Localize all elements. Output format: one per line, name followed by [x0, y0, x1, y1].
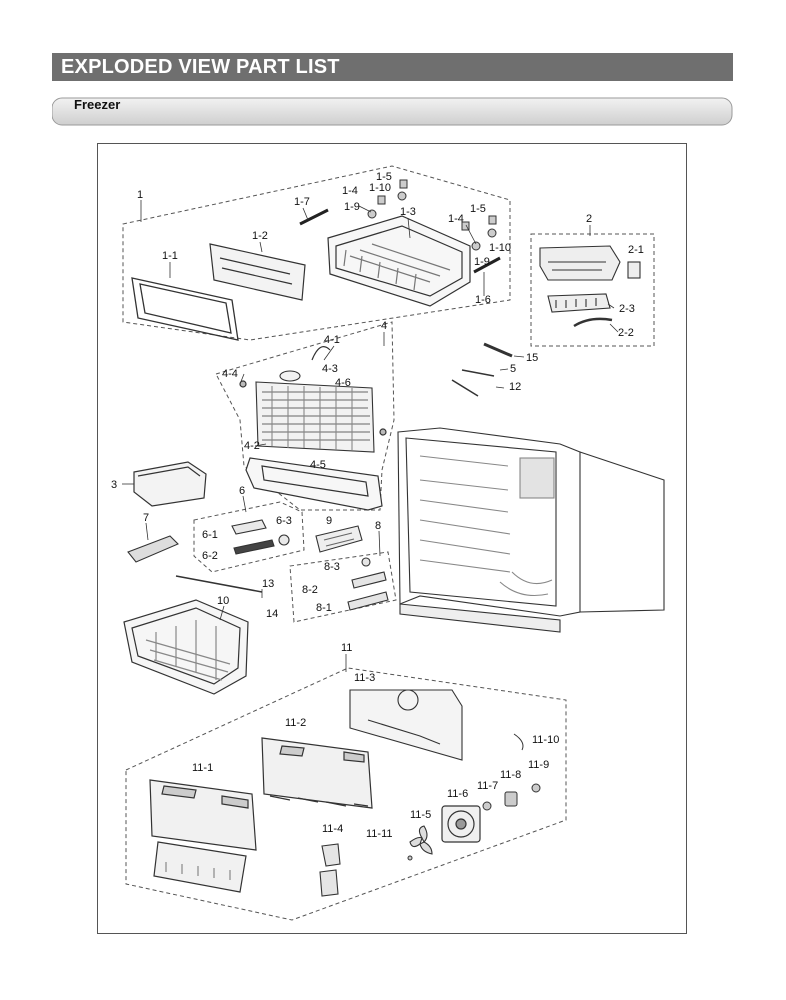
part-6-parts: [231, 519, 290, 555]
part-11-4-bracket: [319, 843, 341, 897]
callout-15: 15: [526, 352, 538, 364]
callout-11-1: 11-1: [192, 762, 213, 774]
part-4-5-drain-pan: [245, 457, 383, 511]
callout-1-4-left: 1-4: [342, 185, 358, 197]
part-5-12-15: [451, 342, 513, 397]
part-1-small-parts: [367, 179, 497, 251]
callout-13: 13: [262, 578, 274, 590]
callout-4-5: 4-5: [310, 459, 326, 471]
callout-2-2: 2-2: [618, 327, 634, 339]
callout-6-2: 6-2: [202, 550, 218, 562]
callout-11-6: 11-6: [447, 788, 468, 800]
callout-4-4: 4-4: [222, 368, 238, 380]
callout-1-5-left: 1-5: [376, 171, 392, 183]
callout-3: 3: [111, 479, 117, 491]
section-tab: Freezer: [51, 97, 733, 127]
group-1-outline: [122, 165, 511, 341]
callout-14: 14: [266, 608, 278, 620]
callout-2-3: 2-3: [619, 303, 635, 315]
callout-1-10-right: 1-10: [489, 242, 511, 254]
callout-7: 7: [143, 512, 149, 524]
part-11-6-motor: [441, 805, 481, 843]
part-3-bin: [133, 461, 207, 507]
section-label: Freezer: [74, 97, 121, 112]
callout-1-10-left: 1-10: [369, 182, 391, 194]
group-8-outline: [289, 551, 397, 623]
cabinet: [397, 427, 665, 633]
part-1-2-cover: [209, 243, 306, 301]
part-9-duct: [315, 525, 363, 553]
section-tab-shape: [51, 97, 733, 126]
part-1-3-basket: [327, 215, 471, 307]
callout-6-3: 6-3: [276, 515, 292, 527]
group-6-outline: [193, 501, 305, 573]
part-1-7-rail: [299, 208, 329, 226]
part-11-3-panel: [349, 689, 463, 761]
callout-4: 4: [381, 320, 387, 332]
callout-11-8: 11-8: [500, 769, 521, 781]
callout-11-2: 11-2: [285, 717, 306, 729]
callout-2-1: 2-1: [628, 244, 644, 256]
part-4-6-evaporator: [255, 370, 375, 453]
part-2-icemaker: [539, 245, 641, 328]
page-title: EXPLODED VIEW PART LIST: [61, 56, 340, 78]
callout-4-2: 4-2: [244, 440, 260, 452]
callout-10: 10: [217, 595, 229, 607]
leader-lines: [122, 200, 619, 672]
callout-2: 2: [586, 213, 592, 225]
callout-4-3: 4-3: [322, 363, 338, 375]
callout-1-9-left: 1-9: [344, 201, 360, 213]
callout-1-5-right: 1-5: [470, 203, 486, 215]
callout-9: 9: [326, 515, 332, 527]
group-11-outline: [125, 667, 567, 921]
callout-8-1: 8-1: [316, 602, 332, 614]
group-2-outline: [530, 233, 655, 347]
part-11-1-panel: [149, 779, 257, 893]
callout-1-2: 1-2: [252, 230, 268, 242]
callout-11-4: 11-4: [322, 823, 343, 835]
callout-labels: 1 1-1 1-2 1-3 1-4 1-4 1-5 1-5 1-6 1-7 1-…: [111, 171, 644, 840]
callout-1-6: 1-6: [475, 294, 491, 306]
callout-1-1: 1-1: [162, 250, 178, 262]
callout-4-1: 4-1: [324, 334, 340, 346]
part-7-bracket: [127, 535, 179, 563]
callout-11-10: 11-10: [532, 734, 559, 746]
callout-1-9-right: 1-9: [474, 256, 490, 268]
callout-8: 8: [375, 520, 381, 532]
group-4-outline: [215, 321, 395, 511]
callout-11-9: 11-9: [528, 759, 549, 771]
callout-4-6: 4-6: [335, 377, 351, 389]
part-11-5-fan-blade: [409, 825, 433, 855]
callout-1-3: 1-3: [400, 206, 416, 218]
callout-6: 6: [239, 485, 245, 497]
part-13-rod: [175, 575, 263, 593]
callout-11-7: 11-7: [477, 780, 498, 792]
part-8-parts: [347, 557, 389, 611]
callout-1-4-right: 1-4: [448, 213, 464, 225]
callout-12: 12: [509, 381, 521, 393]
part-10-basket: [123, 599, 249, 695]
part-1-6-rail: [473, 256, 501, 274]
part-11-2-panel: [261, 737, 373, 809]
callout-11: 11: [341, 642, 352, 654]
callout-5: 5: [510, 363, 516, 375]
callout-11-5: 11-5: [410, 809, 431, 821]
callout-8-3: 8-3: [324, 561, 340, 573]
callout-11-3: 11-3: [354, 672, 375, 684]
part-1-1-frame: [131, 277, 239, 341]
callout-11-11: 11-11: [366, 828, 393, 840]
page-title-bar: EXPLODED VIEW PART LIST: [52, 53, 733, 81]
callout-1: 1: [137, 189, 143, 201]
callout-6-1: 6-1: [202, 529, 218, 541]
callout-1-7: 1-7: [294, 196, 310, 208]
part-11-small-parts: [407, 733, 541, 861]
diagram-frame: [97, 143, 687, 934]
callout-8-2: 8-2: [302, 584, 318, 596]
